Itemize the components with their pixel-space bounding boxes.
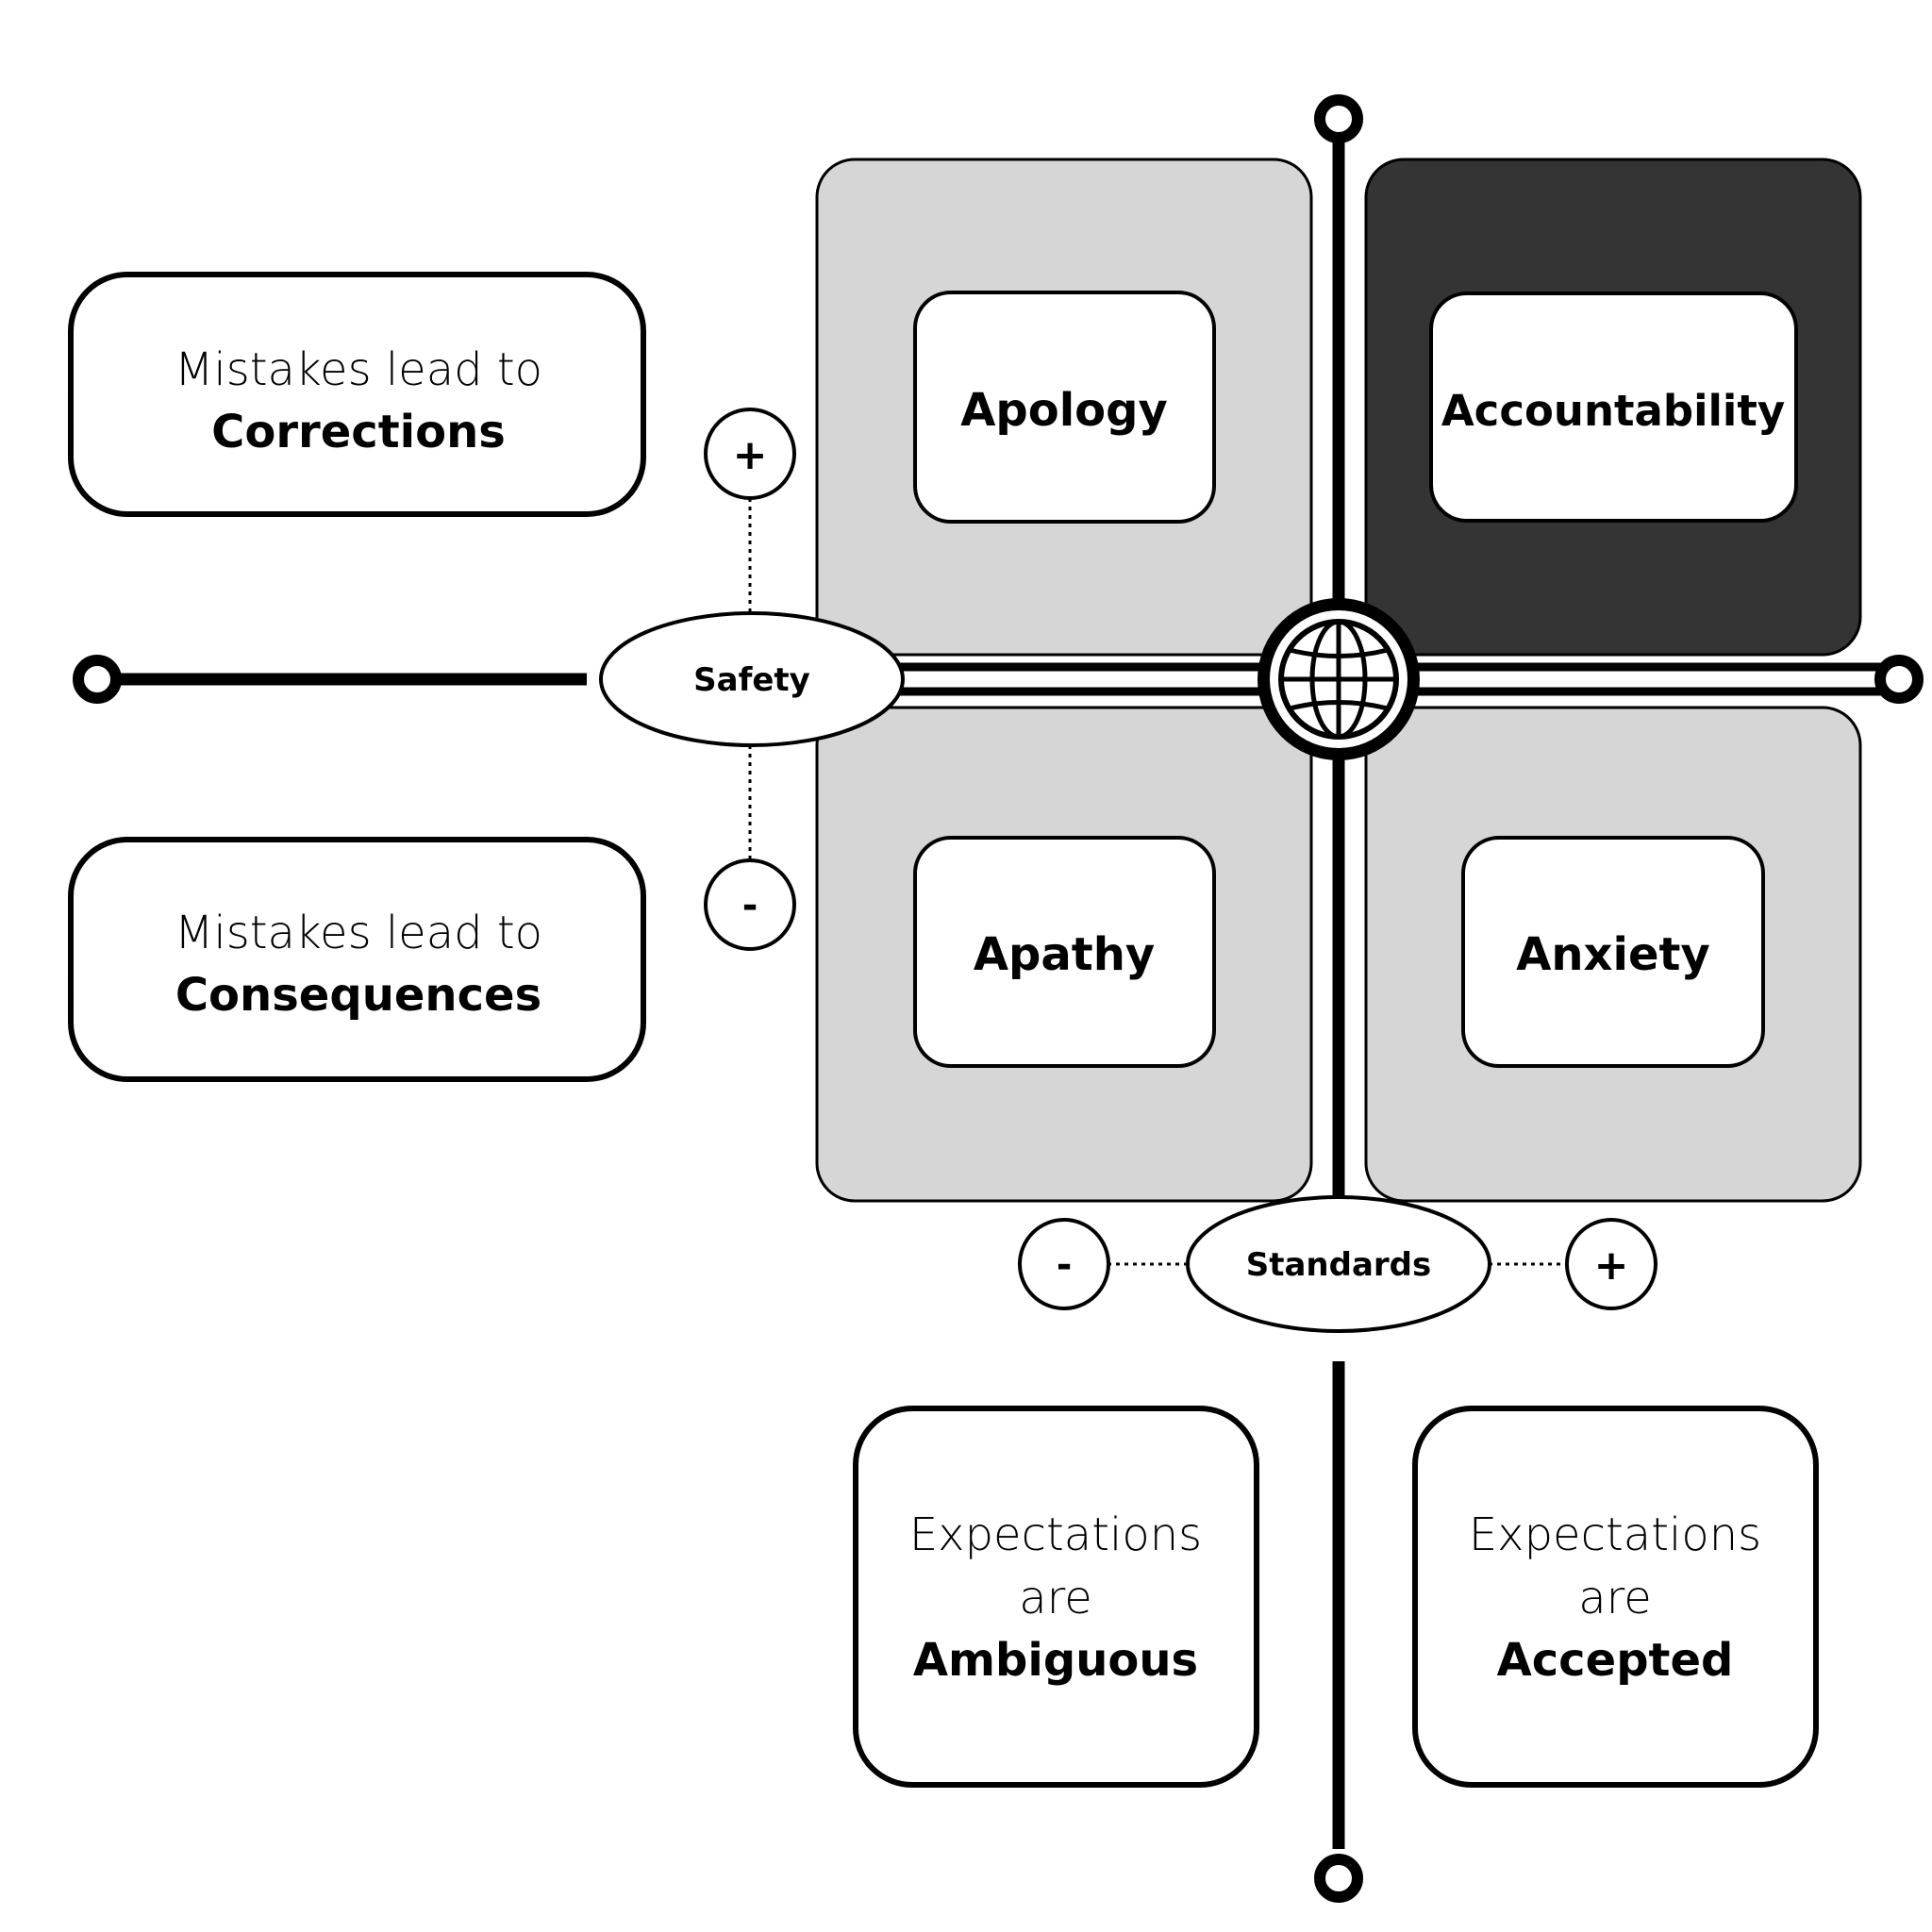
note-ambiguous-line2: are bbox=[1019, 1572, 1092, 1624]
quadrant-label-apathy: Apathy bbox=[974, 928, 1155, 981]
note-box-corrections bbox=[68, 272, 646, 517]
label-box-apathy bbox=[913, 836, 1216, 1068]
standards-axis-label: Standards bbox=[1246, 1246, 1432, 1284]
note-accepted-line2: are bbox=[1578, 1572, 1652, 1624]
safety-minus-marker bbox=[704, 858, 796, 951]
note-accepted-line3: Accepted bbox=[1497, 1634, 1734, 1687]
axis-endpoint-right bbox=[1874, 655, 1924, 704]
safety-plus-marker bbox=[704, 408, 796, 500]
standards-plus-symbol: + bbox=[1594, 1241, 1629, 1290]
standards-plus-marker bbox=[1565, 1218, 1657, 1310]
note-ambiguous-line1: Expectations bbox=[909, 1508, 1202, 1561]
quadrant-label-apology: Apology bbox=[960, 384, 1168, 437]
safety-axis-label-oval bbox=[599, 611, 905, 747]
safety-minus-symbol: - bbox=[742, 884, 758, 927]
note-consequences-line1: Mistakes lead to bbox=[175, 907, 542, 959]
globe-icon bbox=[1257, 598, 1420, 760]
quadrant-label-anxiety: Anxiety bbox=[1516, 928, 1710, 981]
label-box-anxiety bbox=[1461, 836, 1765, 1068]
label-box-accountability bbox=[1429, 291, 1798, 523]
standards-minus-symbol: - bbox=[1057, 1243, 1073, 1287]
safety-axis-label: Safety bbox=[693, 661, 810, 699]
note-consequences-line2: Consequences bbox=[175, 969, 541, 1022]
axis-endpoint-top bbox=[1314, 94, 1363, 143]
safety-plus-symbol: + bbox=[733, 431, 768, 479]
note-corrections-line2: Corrections bbox=[211, 406, 506, 458]
note-box-ambiguous bbox=[853, 1406, 1259, 1788]
note-accepted-line1: Expectations bbox=[1469, 1508, 1761, 1561]
axis-endpoint-bottom bbox=[1314, 1854, 1363, 1903]
standards-minus-marker bbox=[1018, 1218, 1110, 1310]
label-box-apology bbox=[913, 291, 1216, 524]
standards-axis-label-oval bbox=[1186, 1195, 1491, 1333]
note-ambiguous-line3: Ambiguous bbox=[913, 1634, 1198, 1687]
note-box-consequences bbox=[68, 837, 646, 1082]
note-box-accepted bbox=[1412, 1406, 1819, 1788]
axis-endpoint-left bbox=[73, 655, 122, 704]
note-corrections-line1: Mistakes lead to bbox=[175, 343, 542, 396]
quadrant-label-accountability: Accountability bbox=[1441, 386, 1785, 436]
